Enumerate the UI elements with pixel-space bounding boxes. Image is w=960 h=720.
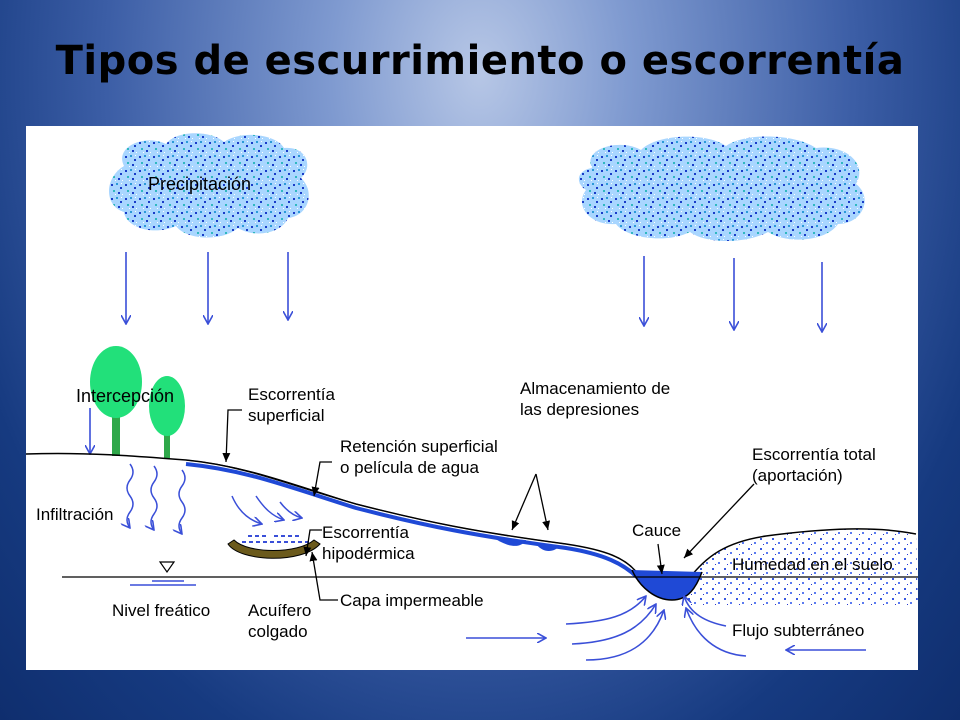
label-escorrentia-total-line1: Escorrentía total (752, 445, 876, 464)
label-cauce: Cauce (632, 521, 682, 540)
slide-title: Tipos de escurrimiento o escorrentía (55, 38, 905, 84)
label-escorrentia-hipodermica-line1: Escorrentía (322, 523, 409, 542)
label-escorrentia-superficial: Escorrentía superficial (248, 384, 335, 426)
tree-large (90, 346, 142, 456)
label-infiltracion: Infiltración (36, 505, 114, 524)
label-acuifero-colgado-line1: Acuífero (248, 601, 312, 620)
rain-arrows (90, 252, 822, 454)
label-acuifero-colgado: Acuífero colgado (248, 600, 311, 642)
label-nivel-freatico: Nivel freático (112, 601, 211, 620)
water-table-marker (130, 561, 196, 586)
label-capa-impermeable: Capa impermeable (340, 591, 484, 610)
label-escorrentia-superficial-line1: Escorrentía (248, 385, 335, 404)
cloud-left (109, 133, 309, 238)
label-escorrentia-superficial-line2: superficial (248, 406, 325, 425)
depression-1 (494, 538, 526, 546)
depression-2 (536, 544, 560, 551)
label-humedad: Humedad en el suelo (732, 555, 893, 574)
label-precipitacion: Precipitación (148, 174, 252, 194)
label-intercepcion: Intercepción (76, 386, 175, 406)
soil-mound (688, 528, 918, 606)
label-retencion-line1: Retención superficial (340, 437, 498, 456)
label-flujo-subterraneo: Flujo subterráneo (732, 621, 865, 640)
surface-runoff-stream (185, 462, 640, 580)
hydrology-diagram (26, 133, 918, 661)
label-almacenamiento-line1: Almacenamiento de (520, 379, 671, 398)
diagram-panel: Precipitación Intercepción Escorrentía s… (26, 126, 918, 670)
leader-lines (222, 409, 755, 601)
label-almacenamiento: Almacenamiento de las depresiones (520, 378, 670, 420)
label-escorrentia-total: Escorrentía total (aportación) (752, 444, 876, 486)
perched-aquifer (227, 535, 321, 559)
tree-small (149, 376, 185, 458)
groundwater-arrows (466, 596, 866, 661)
label-retencion: Retención superficial o película de agua (340, 436, 498, 478)
label-almacenamiento-line2: las depresiones (520, 400, 640, 419)
label-acuifero-colgado-line2: colgado (248, 622, 308, 641)
cloud-right (578, 136, 865, 241)
label-escorrentia-hipodermica: Escorrentía hipodérmica (322, 522, 415, 564)
infiltration-arrows (127, 463, 186, 534)
subsurface-arrows (231, 495, 302, 524)
label-escorrentia-hipodermica-line2: hipodérmica (322, 544, 415, 563)
label-escorrentia-total-line2: (aportación) (752, 466, 843, 485)
label-retencion-line2: o película de agua (340, 458, 479, 477)
